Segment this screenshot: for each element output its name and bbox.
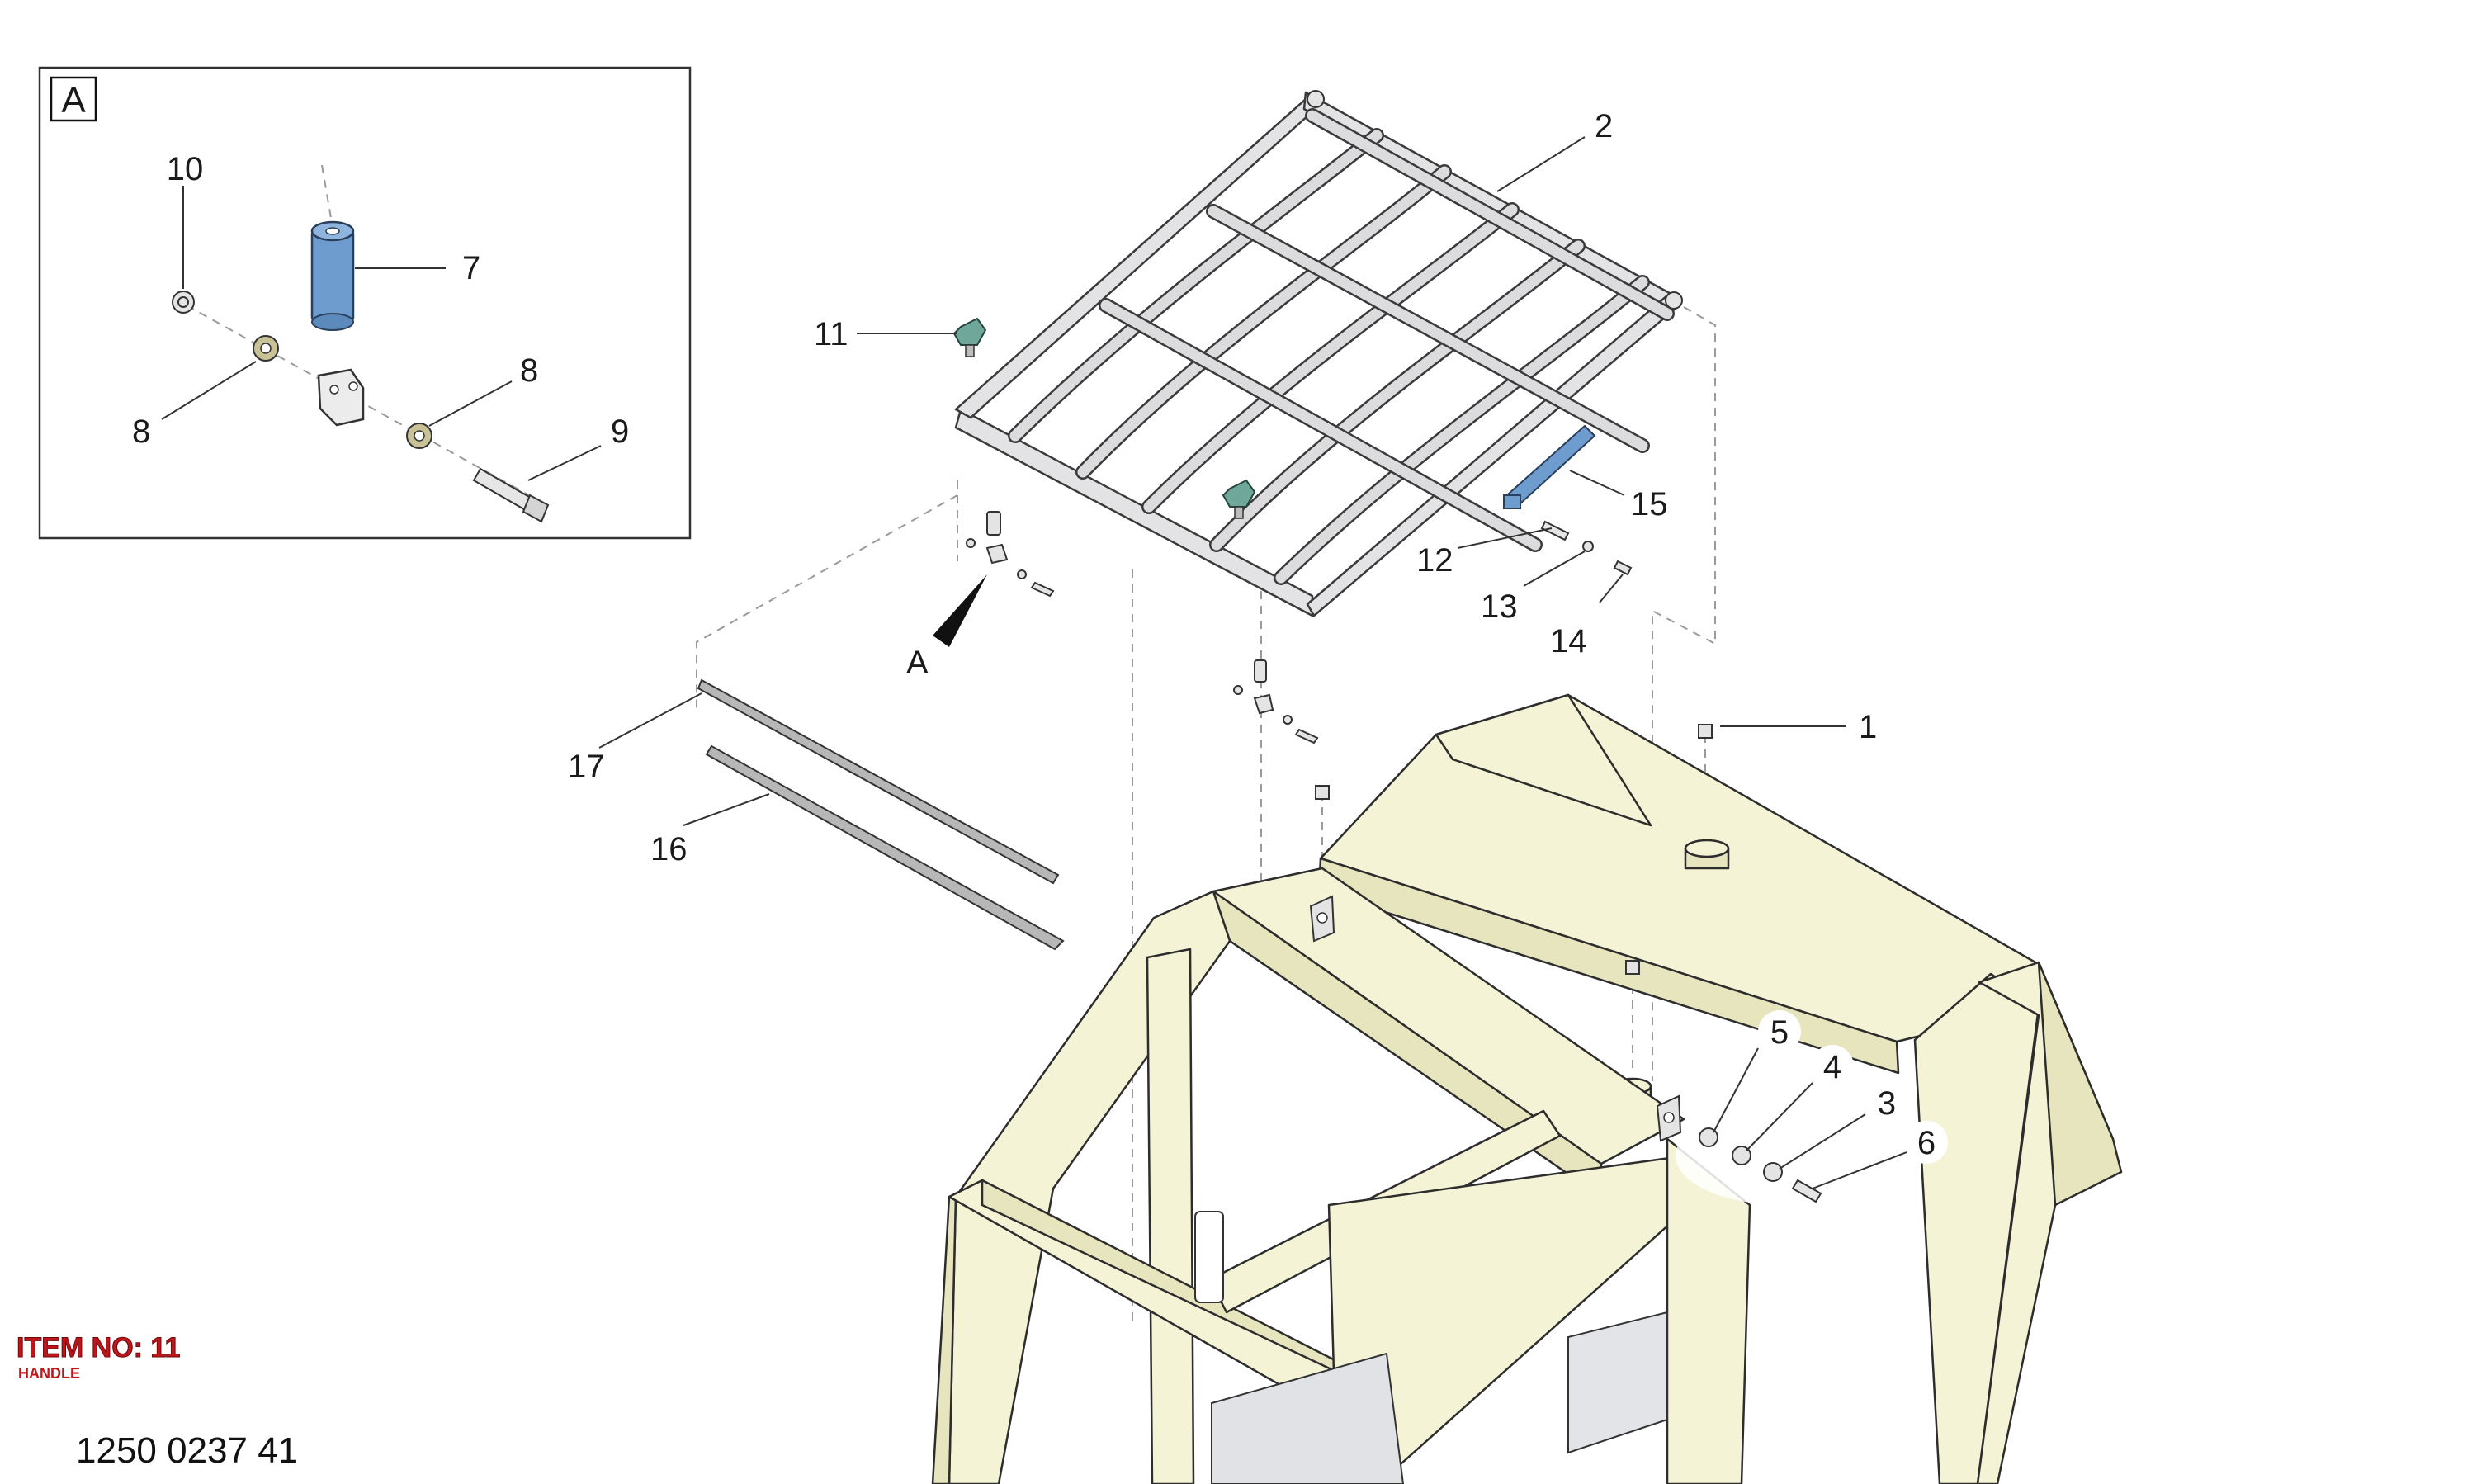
callout-5: 5 xyxy=(1770,1014,1789,1051)
callout-7: 7 xyxy=(462,250,480,286)
cab-frame xyxy=(931,693,2123,1484)
detail-a-panel: A 10 xyxy=(38,66,692,540)
detail-a-pointer-letter: A xyxy=(906,645,929,681)
bolt-9 xyxy=(472,467,550,523)
handle-11-left xyxy=(952,317,987,357)
callout-16: 16 xyxy=(650,831,688,867)
callouts: 2 11 15 12 13 14 1 17 16 5 4 3 6 xyxy=(568,108,1948,1189)
pin-15 xyxy=(1503,424,1596,509)
item-number-title: ITEM NO: 11 xyxy=(17,1332,180,1363)
detail-a-letter: A xyxy=(61,80,86,121)
callout-15: 15 xyxy=(1631,486,1668,522)
callout-6: 6 xyxy=(1917,1125,1936,1161)
callout-4: 4 xyxy=(1823,1049,1841,1085)
pin-7 xyxy=(310,220,355,331)
callout-17: 17 xyxy=(568,749,605,785)
strip-17 xyxy=(697,678,1060,885)
detail-a-pointer: A xyxy=(906,574,987,681)
callout-2: 2 xyxy=(1595,108,1613,144)
part-number: 1250 0237 41 xyxy=(76,1430,298,1471)
hardware-12-13-14 xyxy=(1540,520,1633,576)
callout-13: 13 xyxy=(1481,588,1518,625)
callout-14: 14 xyxy=(1550,623,1587,659)
callout-1: 1 xyxy=(1859,709,1877,745)
hardware-detail-a xyxy=(966,511,1319,744)
strip-16 xyxy=(705,744,1065,951)
bracket xyxy=(317,368,365,427)
callout-3: 3 xyxy=(1878,1085,1896,1122)
handle-11-right xyxy=(1222,479,1256,519)
detail-a-letter-box xyxy=(50,76,97,122)
callout-10: 10 xyxy=(167,151,204,187)
callout-9: 9 xyxy=(611,414,629,450)
callout-8-left: 8 xyxy=(132,414,150,450)
fastener-cluster xyxy=(1676,1106,1890,1205)
roof-rack xyxy=(954,90,1683,617)
callout-8-right: 8 xyxy=(520,352,538,389)
item-name: HANDLE xyxy=(18,1365,80,1382)
callout-11: 11 xyxy=(814,316,848,352)
callout-12: 12 xyxy=(1416,542,1453,579)
